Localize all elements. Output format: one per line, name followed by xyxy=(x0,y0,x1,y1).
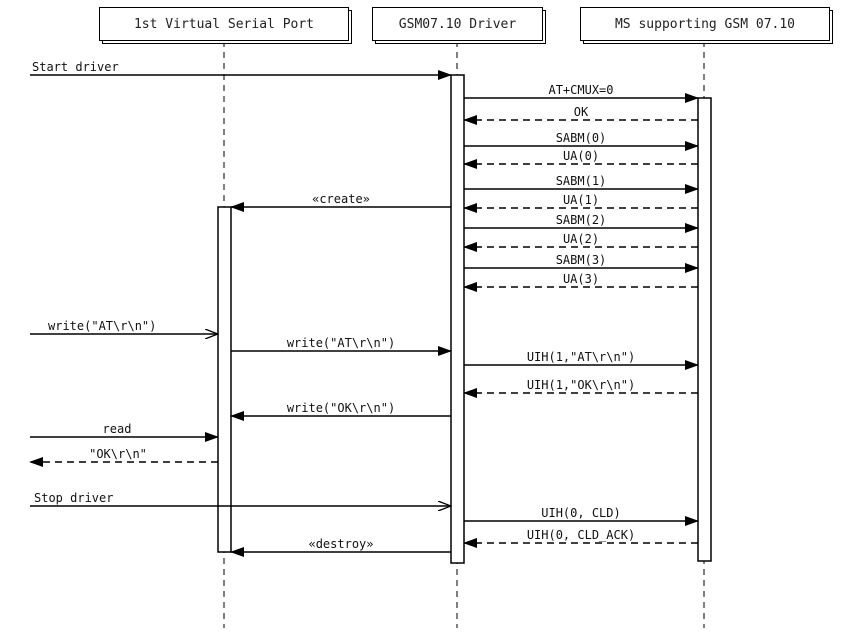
message-label-3: SABM(0) xyxy=(556,131,607,145)
message-label-8: SABM(2) xyxy=(556,213,607,227)
message-label-10: SABM(3) xyxy=(556,253,607,267)
message-label-2: OK xyxy=(574,105,589,119)
participant-virtual-serial-port-label: 1st Virtual Serial Port xyxy=(133,16,314,32)
message-label-14: UIH(1,"AT\r\n") xyxy=(527,350,635,364)
message-label-18: "OK\r\n" xyxy=(89,447,147,461)
activation-bar-vsp xyxy=(217,206,232,553)
participant-gsm0710-driver-label: GSM07.10 Driver xyxy=(398,16,517,32)
participant-virtual-serial-port: 1st Virtual Serial Port xyxy=(99,7,349,41)
message-label-7: UA(1) xyxy=(563,193,599,207)
participant-ms-gsm0710-label: MS supporting GSM 07.10 xyxy=(614,16,795,32)
message-label-16: write("OK\r\n") xyxy=(287,401,395,415)
message-label-0: Start driver xyxy=(32,60,119,74)
activation-bar-drv xyxy=(450,74,465,564)
activation-bar-ms xyxy=(697,97,712,562)
message-label-6: «create» xyxy=(312,192,370,206)
message-label-5: SABM(1) xyxy=(556,174,607,188)
message-label-21: UIH(0, CLD_ACK) xyxy=(527,528,635,542)
message-label-12: write("AT\r\n") xyxy=(48,319,156,333)
participant-ms-gsm0710: MS supporting GSM 07.10 xyxy=(580,7,830,41)
message-label-11: UA(3) xyxy=(563,272,599,286)
participant-gsm0710-driver: GSM07.10 Driver xyxy=(372,7,543,41)
message-label-4: UA(0) xyxy=(563,149,599,163)
message-label-20: UIH(0, CLD) xyxy=(541,506,620,520)
message-label-22: «destroy» xyxy=(308,537,373,551)
message-label-17: read xyxy=(103,422,132,436)
message-label-15: UIH(1,"OK\r\n") xyxy=(527,378,635,392)
message-label-1: AT+CMUX=0 xyxy=(548,83,613,97)
message-label-19: Stop driver xyxy=(34,491,113,505)
message-label-9: UA(2) xyxy=(563,232,599,246)
message-label-13: write("AT\r\n") xyxy=(287,336,395,350)
